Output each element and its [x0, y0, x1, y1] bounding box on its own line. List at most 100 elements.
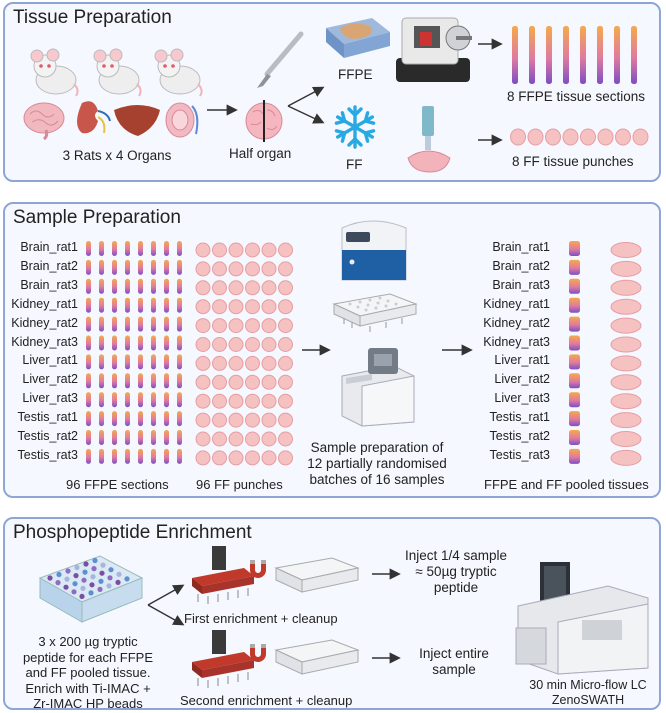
sample-label: Testis_rat2 — [17, 429, 78, 443]
sample-label: Liver_rat2 — [494, 372, 550, 387]
tissue-punch-icon — [610, 298, 642, 315]
tissue-punch-icon — [212, 242, 227, 258]
magnet-icon — [250, 560, 266, 578]
tissue-section-icon — [99, 335, 104, 351]
tissue-section-icon — [112, 259, 117, 275]
tissue-section-icon — [569, 411, 580, 427]
tissue-punch-icon — [245, 393, 260, 409]
tissue-punch-icon — [228, 280, 244, 296]
bead-well — [64, 576, 70, 582]
tissue-punch-icon — [212, 280, 227, 296]
tissue-section-icon — [99, 316, 104, 332]
rat-icon — [154, 48, 203, 97]
tissue-section-icon — [138, 259, 143, 275]
tissue-section-icon — [125, 278, 130, 294]
tissue-section-icon — [177, 316, 182, 332]
tissue-section-icon — [151, 354, 156, 370]
tissue-section-icon — [86, 354, 91, 370]
tissue-section-icon — [569, 259, 580, 275]
bead-well — [108, 567, 114, 573]
sample-label: Kidney_rat3 — [11, 334, 78, 349]
tissue-section-icon — [112, 411, 117, 427]
tissue-punch-icon — [610, 317, 642, 334]
bead-plate-icon — [38, 555, 144, 623]
tissue-punch-icon — [245, 242, 260, 258]
tissue-punch-icon — [610, 374, 642, 391]
tissue-section-icon — [138, 335, 143, 351]
tissue-section-icon — [125, 411, 130, 427]
arrow-icon — [372, 568, 401, 580]
tissue-punch-icon — [245, 412, 260, 428]
bead-well — [72, 581, 78, 587]
tissue-punch-icon — [195, 337, 211, 352]
ff-punches-count-label: 96 FF punches — [196, 477, 283, 492]
tissue-punch-icon — [228, 450, 244, 466]
tissue-section-icon — [138, 411, 143, 427]
batches-line3: batches of 16 samples — [309, 472, 445, 487]
tissue-section-icon — [112, 297, 117, 313]
tissue-punch-icon — [212, 374, 227, 390]
tissue-punch-icon — [195, 374, 211, 390]
ff-label: FF — [346, 157, 363, 172]
tissue-section-icon — [569, 316, 580, 332]
tissue-section-icon — [86, 430, 91, 445]
tissue-section-icon — [138, 241, 143, 256]
inject-entire-label: Inject entire sample — [404, 646, 504, 678]
tissue-section-icon — [631, 26, 637, 84]
tissue-section-icon — [99, 373, 104, 389]
bead-well — [97, 586, 103, 592]
tissue-section-icon — [164, 335, 169, 351]
tissue-punch-icon — [228, 355, 244, 371]
tissue-section-icon — [164, 373, 169, 389]
tissue-punch-icon — [261, 450, 277, 466]
inject-quarter-label: Inject 1/4 sample ≈ 50µg tryptic peptide — [396, 548, 516, 596]
bead-well — [56, 571, 62, 578]
sample-label: Brain_rat3 — [492, 277, 550, 292]
lc-line2: ZenoSWATH — [551, 693, 625, 707]
tissue-section-icon — [125, 335, 130, 351]
bead-well — [92, 557, 98, 564]
bead-well — [81, 577, 87, 583]
panel-title: Phosphopeptide Enrichment — [13, 522, 252, 543]
ffpe-sections-label: 8 FFPE tissue sections — [507, 89, 646, 104]
second-enrichment-label: Second enrichment + cleanup — [180, 693, 353, 708]
tissue-punch-icon — [632, 128, 649, 146]
tissue-section-icon — [177, 297, 182, 313]
ff-punches-label: 8 FF tissue punches — [512, 154, 634, 169]
liver-icon — [114, 105, 160, 136]
tissue-punch-icon — [195, 299, 211, 315]
tissue-section-icon — [151, 297, 156, 313]
tissue-punch-icon — [278, 337, 293, 352]
tissue-punch-icon — [278, 261, 293, 277]
input-line3: and FF pooled tissue. — [25, 665, 151, 680]
96-well-plate-icon — [332, 293, 418, 332]
tissue-section-icon — [563, 26, 569, 84]
tissue-punch-icon — [212, 431, 227, 447]
tissue-punch-icon — [261, 337, 277, 352]
sample-label: Testis_rat3 — [17, 447, 78, 462]
tissue-section-icon — [164, 259, 169, 275]
brain-icon — [23, 102, 65, 141]
tissue-section-icon — [164, 430, 169, 445]
bead-well — [71, 589, 77, 595]
tissue-punch-icon — [245, 261, 260, 277]
panel-title: Tissue Preparation — [13, 7, 172, 28]
tissue-section-icon — [569, 297, 580, 313]
tissue-section-icon — [125, 392, 130, 408]
tissue-section-icon — [86, 278, 91, 294]
tissue-section-icon — [99, 448, 104, 464]
tissue-section-icon — [597, 26, 603, 84]
tissue-section-icon — [151, 259, 156, 275]
ffpe-sections-grid — [86, 241, 182, 464]
tissue-punch-icon — [610, 431, 642, 447]
tissue-section-icon — [86, 241, 91, 256]
tissue-punch-icon — [195, 242, 211, 258]
microtome-icon — [396, 17, 472, 82]
bead-well — [65, 568, 71, 574]
tissue-punch-icon — [615, 128, 631, 146]
bead-well — [124, 576, 130, 582]
tissue-punch-icon — [278, 280, 293, 296]
tissue-punch-icon — [212, 355, 227, 371]
bead-well — [55, 580, 61, 586]
tissue-section-icon — [151, 278, 156, 294]
